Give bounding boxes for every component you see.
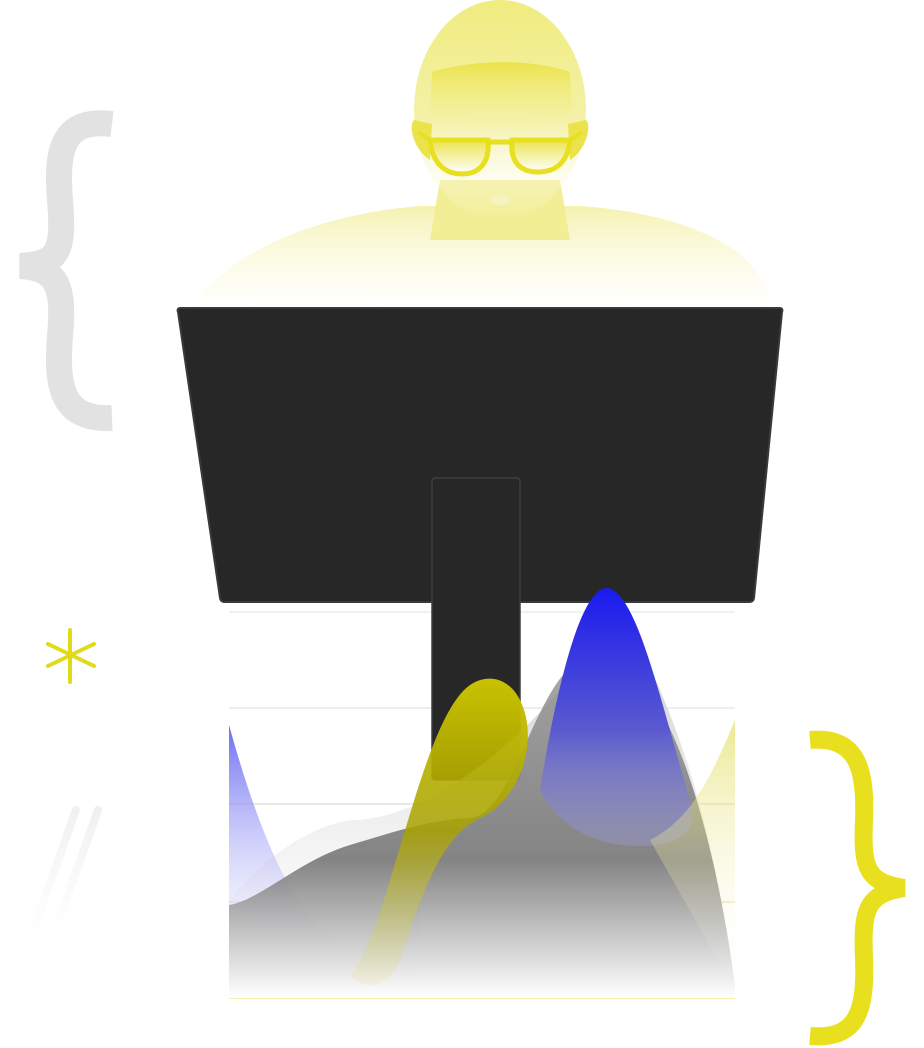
curly-brace-open-icon: [18, 110, 114, 432]
curly-brace-close-icon: [809, 730, 906, 1046]
wave-layers: [229, 588, 735, 998]
decorative-slashes: [24, 806, 102, 949]
asterisk-icon: [46, 628, 96, 684]
person-with-glasses-icon: [190, 0, 770, 330]
